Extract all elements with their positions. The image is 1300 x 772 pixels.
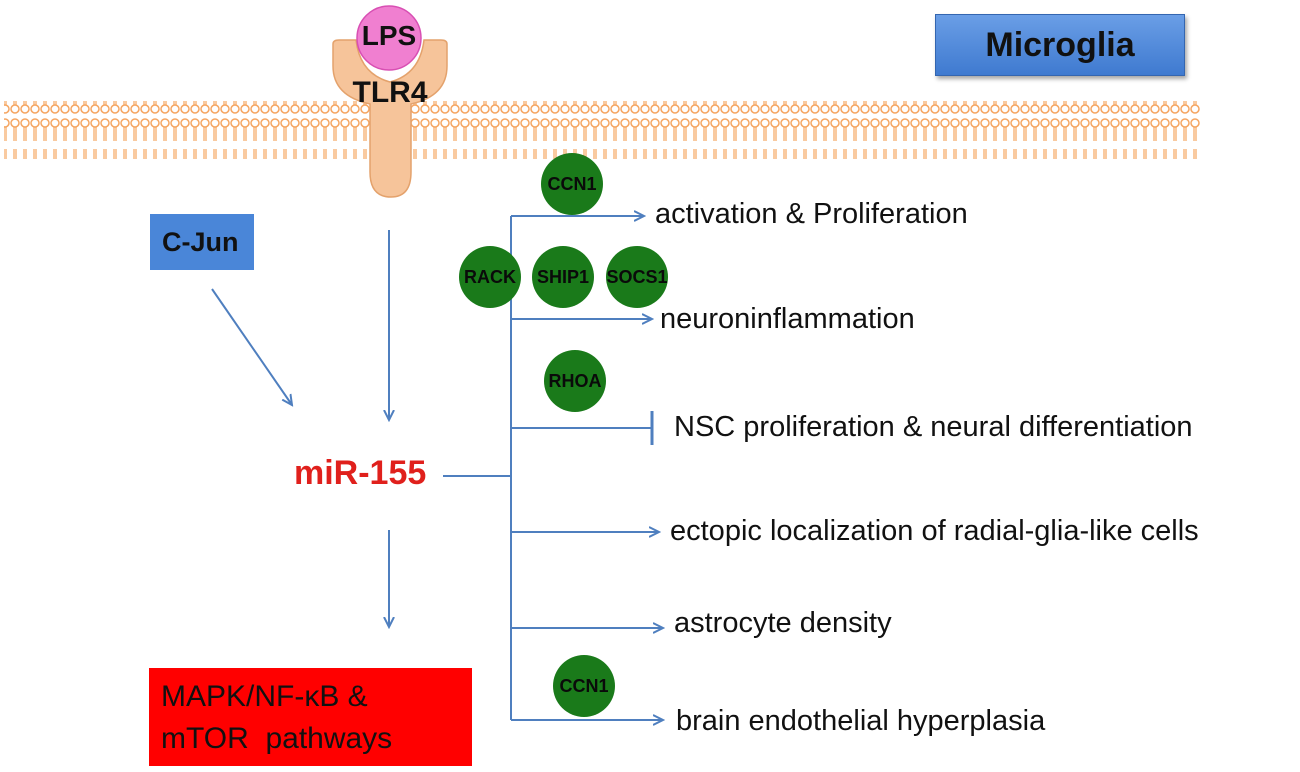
outcome-nsc: NSC proliferation & neural differentiati… (674, 411, 1193, 443)
tlr4-receptor-shape (332, 39, 448, 198)
ccn1-gene-bottom: CCN1 (553, 655, 615, 717)
rack-gene: RACK (459, 246, 521, 308)
ccn1-gene-top: CCN1 (541, 153, 603, 215)
outcome-neuroinflammation: neuroninflammation (660, 303, 915, 335)
cjun-box: C-Jun (150, 214, 254, 270)
lps-ligand-shape (356, 5, 422, 71)
cjun-label: C-Jun (162, 226, 239, 257)
ship1-gene: SHIP1 (532, 246, 594, 308)
cell-membrane (4, 101, 1200, 159)
pathways-line-2: mTOR pathways (161, 722, 393, 755)
cjun-to-mir155-arrow (211, 288, 292, 405)
tlr4-label: TLR4 (352, 76, 428, 109)
outcome-endothelial: brain endothelial hyperplasia (676, 705, 1046, 737)
socs1-gene: SOCS1 (606, 246, 668, 308)
microglia-label-box: Microglia (935, 14, 1185, 76)
pathways-line-1: MAPK/NF-κB & (161, 680, 368, 713)
pathways-box: MAPK/NF-κB & mTOR pathways (149, 668, 472, 766)
rhoa-gene: RHOA (544, 350, 606, 412)
mir155-label: miR-155 (294, 454, 427, 492)
microglia-label: Microglia (985, 25, 1135, 64)
lps-label: LPS (361, 20, 417, 51)
outcome-astrocyte: astrocyte density (674, 607, 892, 639)
outcome-activation: activation & Proliferation (655, 198, 968, 230)
outcome-ectopic: ectopic localization of radial-glia-like… (670, 515, 1199, 547)
